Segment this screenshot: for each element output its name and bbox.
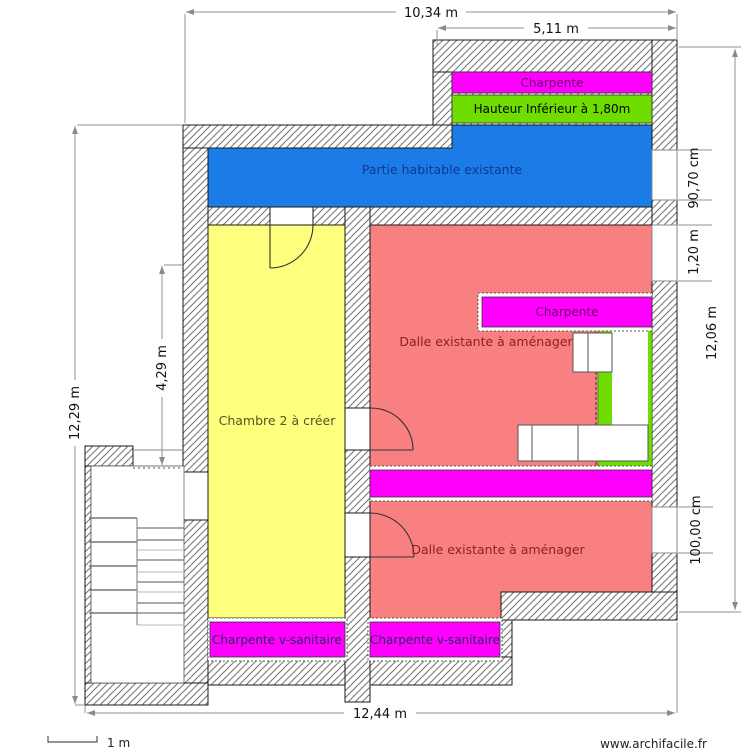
wall-left-right-section (432, 71, 453, 126)
band-charpente-top (451, 71, 653, 94)
dim-right-window-top: 90,70 cm (687, 147, 702, 208)
window-right-top (651, 149, 678, 201)
wall-left-lower (182, 519, 209, 686)
dimension-label-backs (66, 4, 588, 721)
dim-top-total: 10,34 m (404, 6, 458, 21)
wall-step-piece (500, 619, 513, 658)
scale-bar (47, 736, 98, 743)
footer: 1 m www.archifacile.fr (47, 736, 707, 750)
label-hauteur-inf: Hauteur Inférieur à 1,80m (474, 102, 631, 116)
wall-bottom-right (500, 591, 678, 621)
label-chambre2: Chambre 2 à créer (219, 413, 337, 428)
dim-top-right: 5,11 m (533, 22, 579, 37)
band-divider-magenta (369, 469, 653, 498)
wall-left-upper (182, 147, 209, 473)
furniture-box-a (572, 332, 613, 373)
door-lower-dalle-arc (369, 512, 415, 558)
dim-right-total: 12,06 m (705, 306, 720, 360)
label-dalle-lower: Dalle existante à aménager (411, 542, 585, 557)
doors (269, 224, 415, 558)
band-hauteur-inf (451, 94, 653, 124)
room-partie-habitable (207, 124, 653, 208)
door-chambre-arc (269, 224, 314, 269)
band-vsan-right (369, 621, 501, 658)
label-partie-habitable: Partie habitable existante (362, 162, 523, 177)
wall-divider-seg1 (344, 206, 371, 409)
label-dalle-upper: Dalle existante à aménager (399, 334, 573, 349)
wall-divider-seg2 (344, 449, 371, 514)
stair-treads-right (137, 527, 184, 626)
label-vsan-left: Charpente v-sanitaire (212, 633, 342, 647)
stair-treads-left (89, 517, 137, 614)
wall-bottom-under-yellow (207, 659, 346, 686)
wall-stairwell-top (84, 445, 134, 467)
door-upper-dalle-arc (369, 407, 414, 451)
wall-bottom-under-band (369, 656, 513, 686)
label-charpente-top: Charpente (521, 76, 584, 90)
room-labels: Partie habitable existante Charpente Hau… (212, 76, 630, 647)
window-right-bottom (651, 506, 678, 554)
wall-stairwell-bottom (84, 682, 209, 706)
wall-below-blue-left (207, 206, 271, 226)
furniture (517, 332, 649, 462)
furniture-box-b (517, 424, 649, 462)
dim-right-window-mid: 1,20 m (687, 229, 702, 275)
band-vsan-left (209, 621, 346, 658)
dimension-labels: 10,34 m 5,11 m 12,29 m 4,29 m 90,70 cm 1… (68, 6, 720, 722)
wall-top-right-section (432, 39, 678, 73)
staircase (89, 449, 185, 684)
dim-left-inner: 4,29 m (155, 345, 170, 391)
window-right-mid (651, 224, 678, 282)
dim-left-total: 12,29 m (68, 386, 83, 440)
label-vsan-right: Charpente v-sanitaire (370, 633, 500, 647)
label-charpente-inner: Charpente (536, 305, 599, 319)
room-chambre2 (207, 224, 346, 619)
website-link[interactable]: www.archifacile.fr (600, 737, 707, 750)
dim-right-window-bottom: 100,00 cm (689, 495, 704, 564)
dim-bottom-total: 12,44 m (353, 707, 407, 722)
wall-top-left-section (182, 124, 453, 149)
band-charpente-inner (481, 296, 653, 328)
wall-divider-seg3 (344, 556, 371, 703)
windows (651, 149, 678, 554)
scale-label: 1 m (107, 736, 130, 750)
wall-stairwell-left (84, 465, 92, 684)
